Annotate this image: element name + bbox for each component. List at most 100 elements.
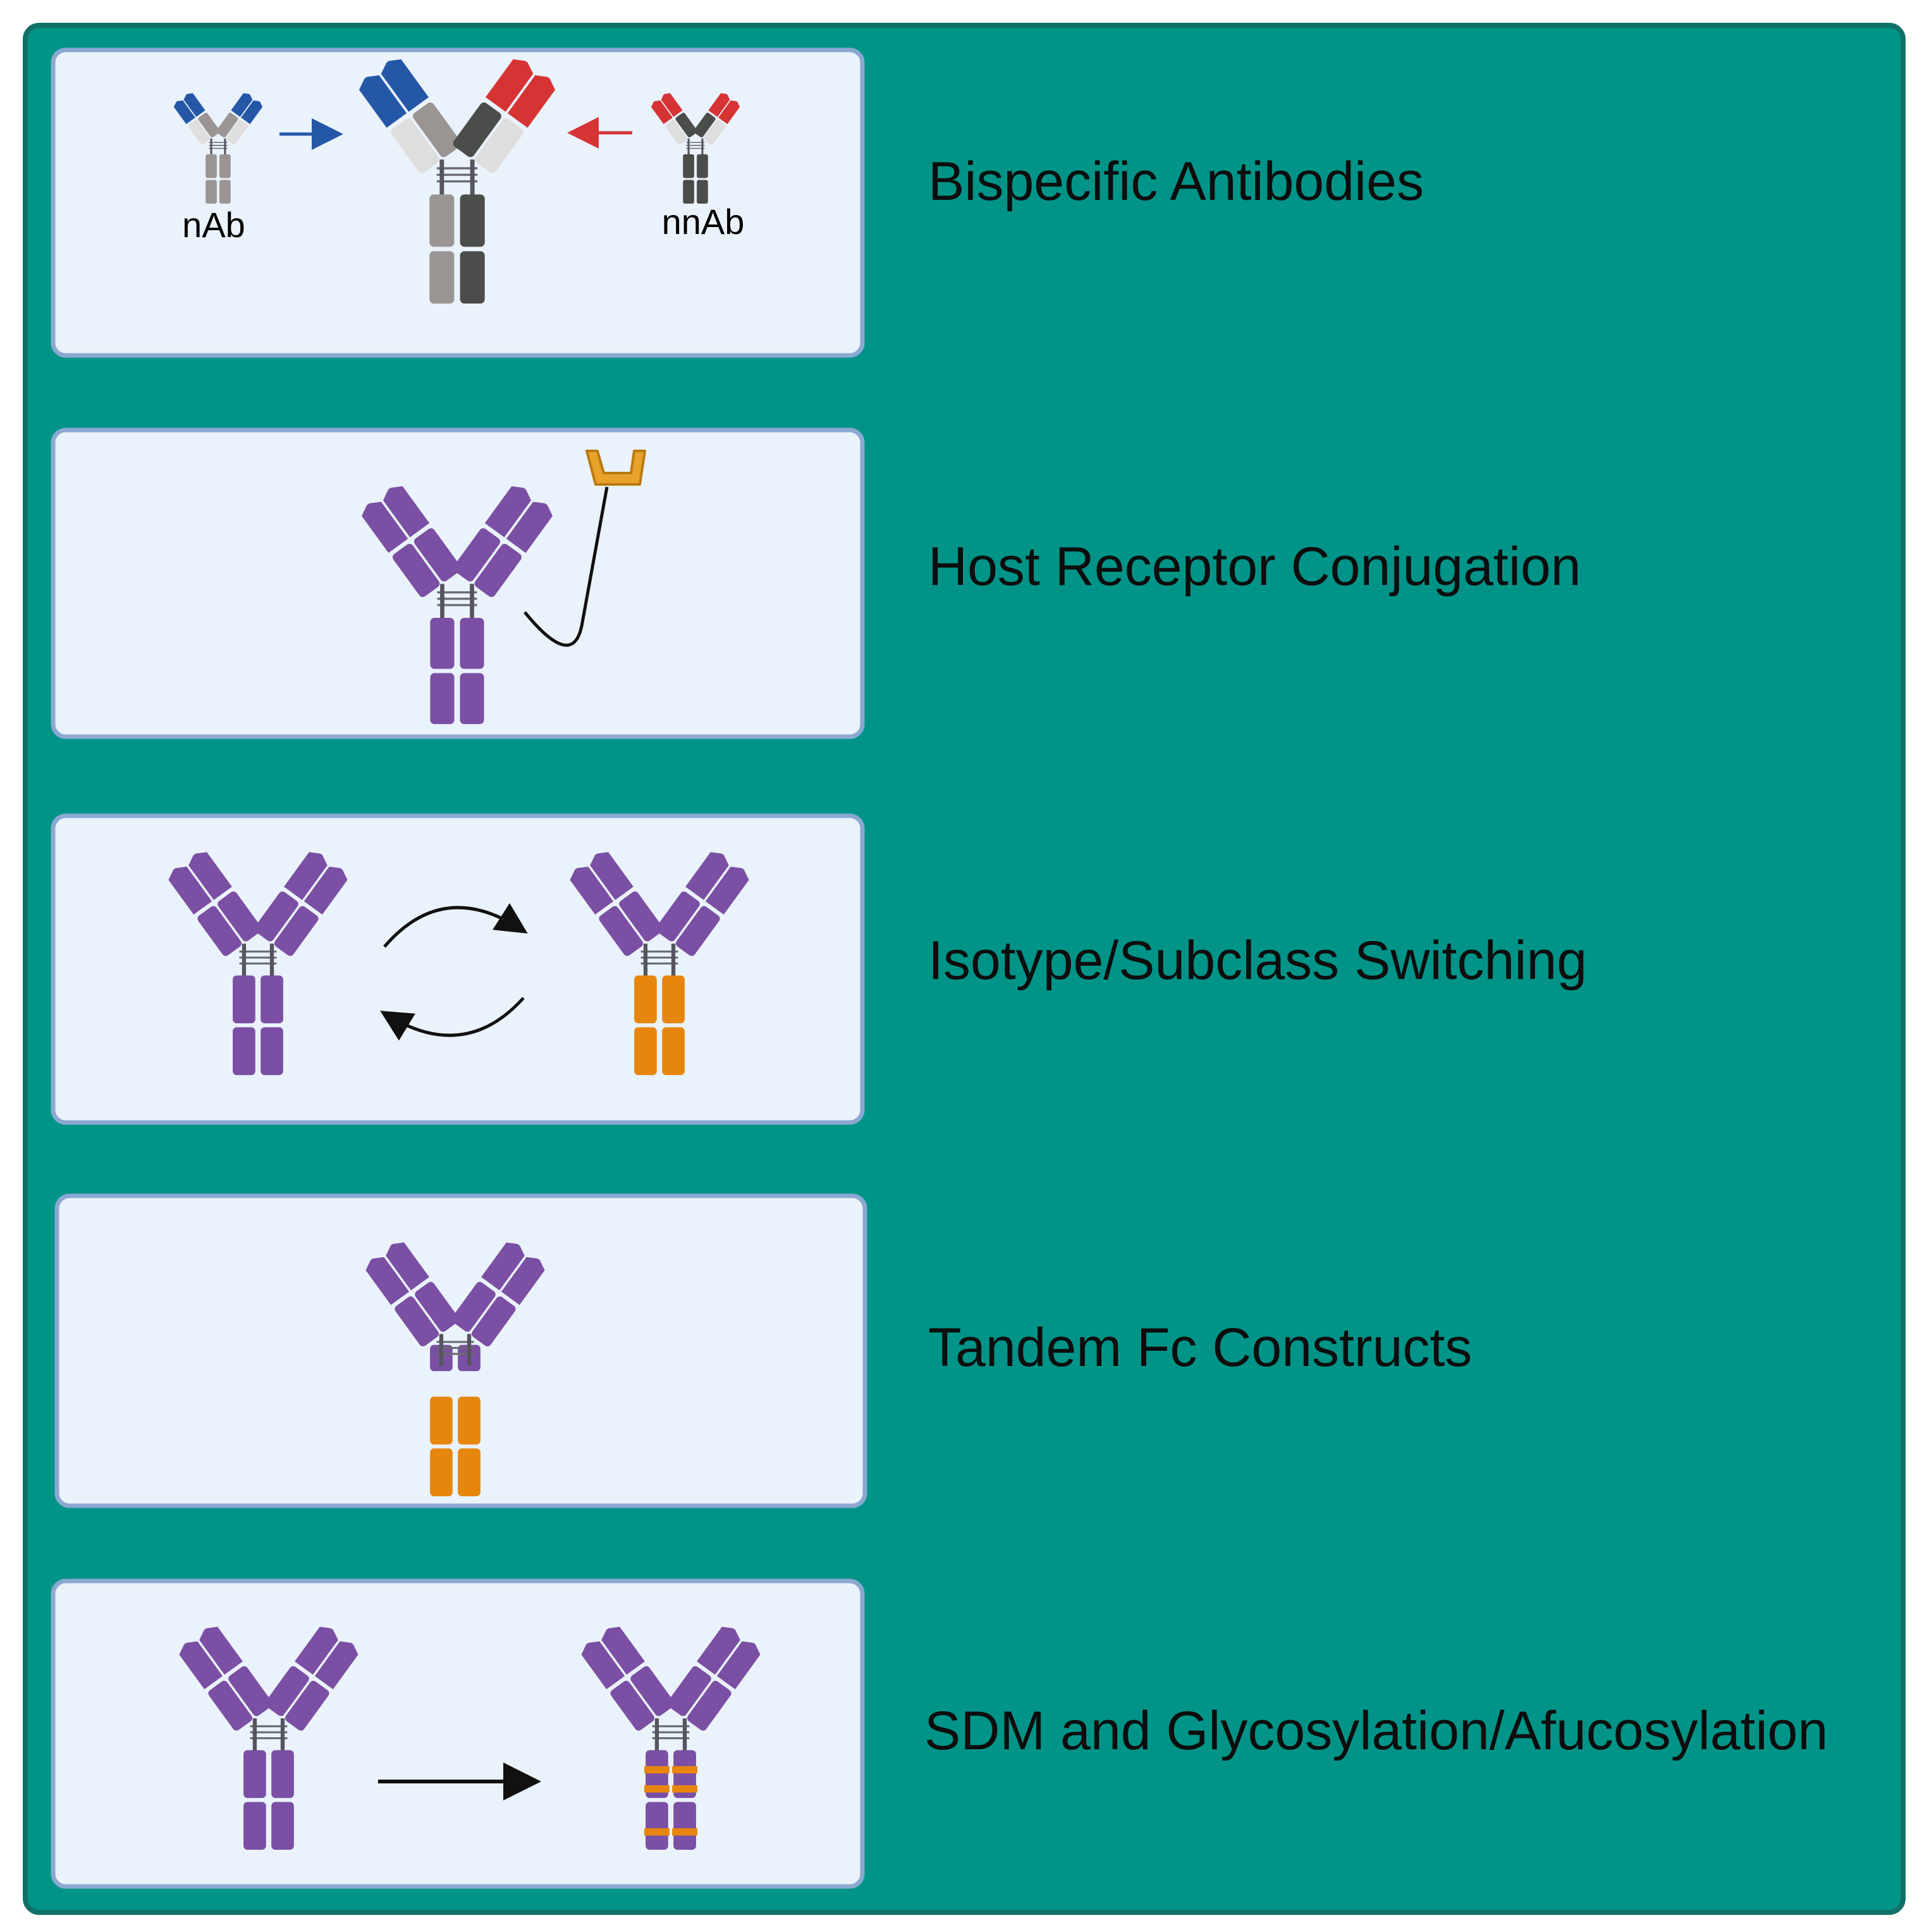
fab-domain xyxy=(226,120,248,145)
fc-segment xyxy=(634,1027,657,1075)
fc-segment xyxy=(205,180,217,204)
fab-domain xyxy=(687,1680,732,1731)
fc-segment xyxy=(460,251,485,304)
fc-segment xyxy=(260,1027,283,1075)
fab-domain xyxy=(284,852,328,901)
fab-domain xyxy=(413,528,462,582)
glyco-band xyxy=(672,1828,697,1836)
fab-arm-right xyxy=(451,1242,545,1346)
fab-domain xyxy=(453,528,501,582)
fab-domain xyxy=(656,891,700,942)
fab-domain xyxy=(199,1627,243,1675)
fab-domain xyxy=(393,543,440,598)
fc-segment xyxy=(460,618,484,669)
fab-domain xyxy=(183,93,205,117)
fab-domain xyxy=(661,93,683,117)
antibody-tandem-fc xyxy=(365,1242,545,1496)
glyco-band xyxy=(672,1766,697,1774)
fab-domain xyxy=(718,100,740,125)
fab-domain xyxy=(173,100,195,125)
fc-segment xyxy=(233,975,255,1024)
glyco-band xyxy=(644,1766,670,1774)
fab-domain xyxy=(590,852,634,901)
fc-segment xyxy=(662,975,685,1024)
fc-segment xyxy=(634,975,657,1024)
fab-arm-left xyxy=(358,59,462,173)
fab-domain xyxy=(630,1666,675,1716)
fab-arm-right xyxy=(694,93,740,145)
fab-arm-left xyxy=(179,1627,273,1731)
fab-arm-right xyxy=(667,1627,761,1731)
fab-domain xyxy=(381,59,429,112)
fab-domain xyxy=(507,75,556,128)
fab-domain xyxy=(231,93,253,117)
fab-domain xyxy=(685,852,729,901)
fab-domain xyxy=(265,1666,309,1716)
fab-domain xyxy=(481,1242,525,1291)
fc-segment xyxy=(460,673,484,724)
fc-segment xyxy=(697,154,708,178)
fab-arm-left xyxy=(581,1627,675,1731)
fc-segment xyxy=(673,1802,696,1850)
fc-segment xyxy=(271,1750,294,1799)
fc-segment xyxy=(683,180,694,204)
antibody-bispecific xyxy=(358,59,556,304)
fab-domain xyxy=(506,501,553,553)
fc-segment xyxy=(243,1750,266,1799)
fc-segment xyxy=(458,1448,481,1496)
fc-segment xyxy=(430,1396,453,1445)
glyco-band xyxy=(644,1785,670,1793)
fab-domain xyxy=(453,102,501,157)
title-tandem-fc: Tandem Fc Constructs xyxy=(928,1317,1472,1378)
title-sdm-glyco: SDM and Glycosylation/Afucosylation xyxy=(924,1701,1828,1761)
antibody-sdm-modified xyxy=(581,1627,761,1850)
fab-domain xyxy=(198,113,220,138)
fab-domain xyxy=(285,1680,329,1731)
fab-domain xyxy=(188,852,232,901)
arrow-curved-forward xyxy=(383,903,528,948)
fab-domain xyxy=(484,486,532,538)
fab-domain xyxy=(254,891,298,942)
fab-domain xyxy=(570,866,614,915)
arrow-curved-back xyxy=(380,997,525,1041)
fab-domain xyxy=(694,113,716,138)
fab-domain xyxy=(274,906,319,956)
nab-label: nAb xyxy=(182,205,245,245)
fab-domain xyxy=(179,1641,223,1690)
fc-segment xyxy=(219,154,231,178)
fab-domain xyxy=(168,866,212,915)
fc-segment xyxy=(430,1448,453,1496)
fab-domain xyxy=(610,1680,655,1731)
fab-domain xyxy=(665,120,688,145)
antibody-nnab xyxy=(651,93,740,204)
antibody-nab xyxy=(173,93,263,204)
fc-segment xyxy=(233,1027,255,1075)
fab-arm-left xyxy=(365,1242,459,1346)
fab-domain xyxy=(471,1296,516,1346)
glyco-band xyxy=(644,1828,670,1836)
fab-arm-left xyxy=(570,852,663,956)
fc-segment xyxy=(683,154,694,178)
fab-domain xyxy=(599,906,644,956)
antibody-isotype-source xyxy=(168,852,348,1075)
fc-segment xyxy=(460,194,485,247)
fab-arm-right xyxy=(216,93,263,145)
fab-domain xyxy=(188,120,211,145)
panel-host-receptor xyxy=(51,428,865,739)
fab-arm-right xyxy=(453,59,556,173)
fab-arm-right xyxy=(656,852,749,956)
fc-segment xyxy=(697,180,708,204)
fab-domain xyxy=(365,1257,410,1305)
fab-domain xyxy=(667,1666,711,1716)
fab-domain xyxy=(708,93,730,117)
antibody-conjugated xyxy=(362,486,553,724)
fc-segment xyxy=(429,251,455,304)
fab-domain xyxy=(217,891,262,942)
title-bispecific: Bispecific Antibodies xyxy=(928,151,1424,212)
fab-domain xyxy=(581,1641,625,1690)
fab-domain xyxy=(314,1641,358,1690)
fab-domain xyxy=(451,1281,496,1332)
panel-bispecific xyxy=(51,47,865,358)
nnab-label: nnAb xyxy=(662,202,745,242)
fab-domain xyxy=(303,866,348,915)
